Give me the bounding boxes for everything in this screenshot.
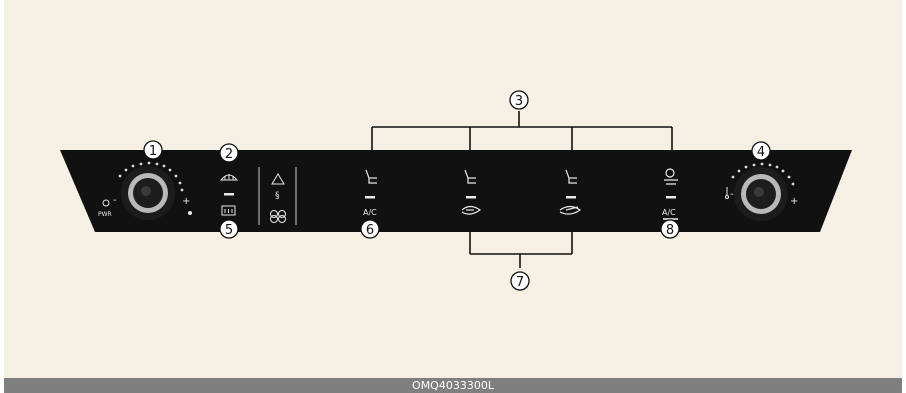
svg-text:6: 6 xyxy=(366,223,374,238)
callout-4: 4 xyxy=(751,141,771,161)
left-knob xyxy=(121,166,175,220)
figure-code: OMQ4033300L xyxy=(412,379,494,392)
left-knob-plus: + xyxy=(182,196,190,207)
ac-label-right: A/C xyxy=(662,208,676,217)
power-dot-icon xyxy=(188,211,192,215)
steering-heat-icon: § xyxy=(275,191,280,201)
fan-icon xyxy=(270,210,286,223)
fresh-air-icon xyxy=(559,205,582,215)
callout-5: 5 xyxy=(219,219,239,239)
defrost-indicator xyxy=(224,193,234,196)
fan-small-icon xyxy=(102,199,110,207)
callout-6: 6 xyxy=(360,219,380,239)
callout-7: 7 xyxy=(510,271,530,291)
callout-2: 2 xyxy=(219,143,239,163)
rear-defrost-icon xyxy=(221,205,236,216)
left-knob-minus: - xyxy=(113,195,117,206)
seat-vent-icon-3 xyxy=(565,169,577,184)
right-knob-minus: - xyxy=(730,189,734,200)
right-knob-plus: + xyxy=(790,196,798,207)
recirculation-icon xyxy=(461,205,482,215)
indicator-recirc xyxy=(466,196,476,199)
ac-label-left: A/C xyxy=(363,208,377,217)
callout-1: 1 xyxy=(143,140,163,160)
steering-wheel-heat-icon xyxy=(664,168,678,185)
left-knob-scale-dots xyxy=(118,161,184,192)
indicator-fresh xyxy=(566,196,576,199)
indicator-ac-right xyxy=(666,196,676,199)
ac-max-subtext xyxy=(663,218,678,220)
indicator-ac-left xyxy=(365,196,375,199)
callout-3: 3 xyxy=(509,90,529,110)
seat-heat-icon-2 xyxy=(464,169,476,184)
right-knob-scale-dots xyxy=(731,162,795,186)
pwr-label: PWR xyxy=(98,211,112,218)
temperature-icon xyxy=(725,187,729,199)
svg-text:2: 2 xyxy=(225,147,233,162)
footer-bar: OMQ4033300L xyxy=(4,378,902,393)
svg-text:5: 5 xyxy=(225,223,233,238)
front-defrost-icon xyxy=(219,174,239,181)
svg-text:8: 8 xyxy=(666,223,674,238)
hazard-icon xyxy=(271,173,285,185)
svg-text:1: 1 xyxy=(149,144,157,159)
leader-lines xyxy=(371,111,673,268)
control-panel xyxy=(60,150,852,232)
callout-8: 8 xyxy=(660,219,680,239)
svg-text:3: 3 xyxy=(515,94,523,109)
svg-text:4: 4 xyxy=(757,145,765,160)
seat-heat-icon-1 xyxy=(365,169,377,184)
svg-text:7: 7 xyxy=(516,275,524,290)
right-knob xyxy=(734,167,788,221)
